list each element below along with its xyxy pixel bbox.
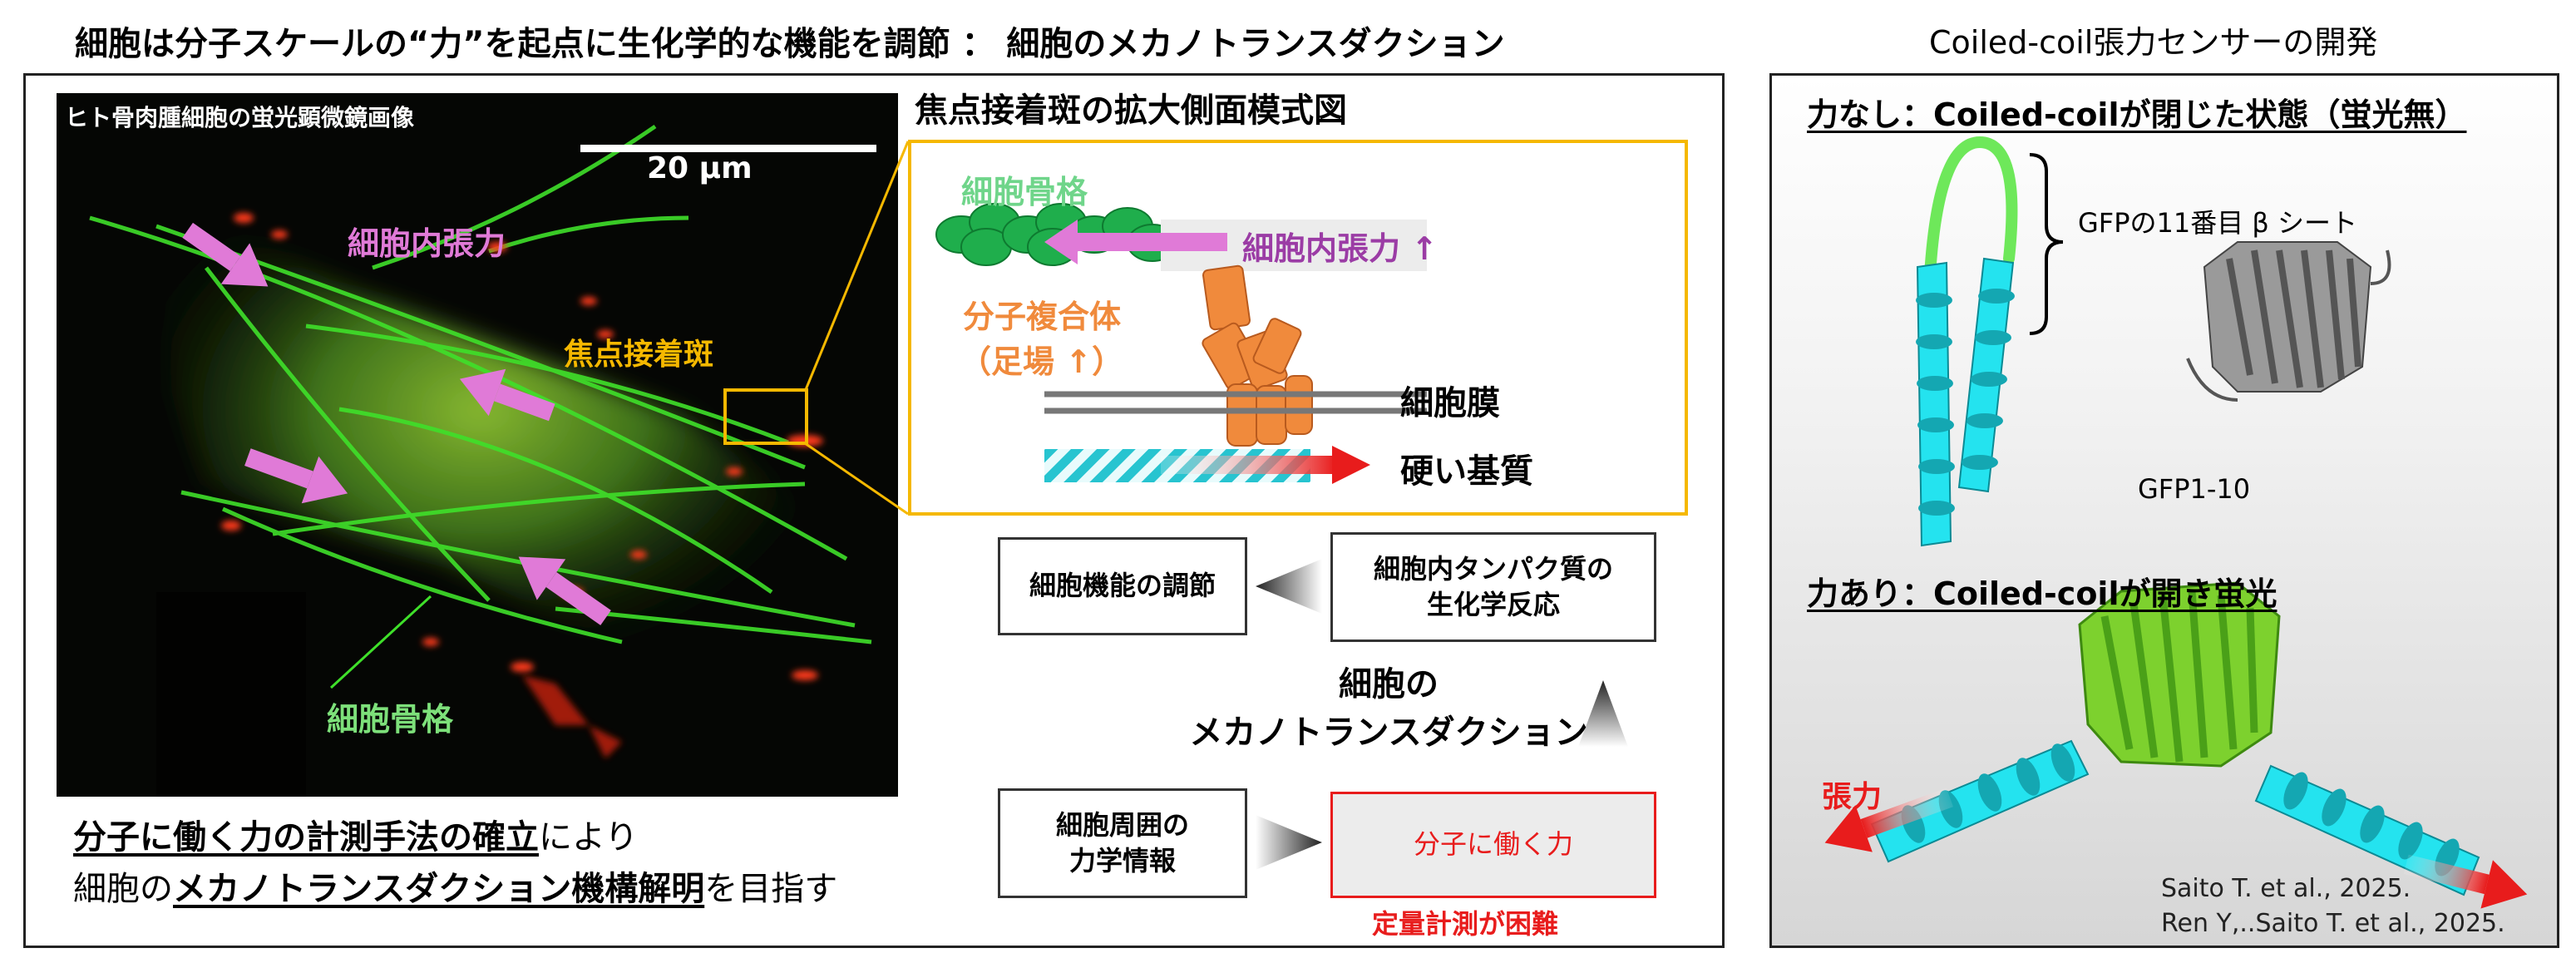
focal-adhesion-box bbox=[723, 388, 808, 445]
box-regulation: 細胞機能の調節 bbox=[998, 537, 1247, 635]
micrograph: ヒト骨肉腫細胞の蛍光顕微鏡画像 20 µm 細胞内張力 焦点接着斑 細胞骨格 bbox=[57, 93, 898, 797]
scale-bar bbox=[580, 145, 876, 152]
schematic-cytoskeleton: 細胞骨格 bbox=[961, 174, 1088, 210]
goal-line2-rest: を目指す bbox=[704, 870, 838, 908]
adhesion-label: 焦点接着斑 bbox=[564, 338, 714, 372]
box-environment: 細胞周囲の 力学情報 bbox=[998, 788, 1247, 898]
center-line2: メカノトランスダクション bbox=[1189, 714, 1588, 752]
left-panel bbox=[23, 73, 1725, 948]
schematic-box: 細胞骨格 細胞内張力 ↑ 分子複合体 （足場 ↑） 細胞膜 硬い基質 bbox=[908, 140, 1688, 516]
no-force-heading: 力なし：Coiled-coilが閉じた状態（蛍光無） bbox=[1807, 96, 2467, 133]
schematic-scaffold: （足場 ↑） bbox=[960, 343, 1124, 380]
left-title: 細胞は分子スケールの“力”を起点に生化学的な機能を調節 ： 細胞のメカノトランス… bbox=[75, 25, 1505, 63]
reference-1: Saito T. et al., 2025. bbox=[2161, 874, 2411, 903]
micrograph-image bbox=[89, 124, 876, 797]
difficulty-label: 定量計測が困難 bbox=[1372, 908, 1559, 940]
goal-line2-emph: メカノトランスダクション機構解明 bbox=[173, 870, 705, 908]
schematic-complex: 分子複合体 bbox=[963, 299, 1122, 335]
beta-sheet-label: GFPの11番目 β シート bbox=[2078, 207, 2357, 239]
goal-line1-emph: 分子に働く力の計測手法の確立 bbox=[73, 818, 539, 857]
schematic-substrate: 硬い基質 bbox=[1400, 452, 1533, 491]
center-line1: 細胞の bbox=[1339, 665, 1439, 704]
micrograph-caption: ヒト骨肉腫細胞の蛍光顕微鏡画像 bbox=[65, 104, 415, 131]
reference-2: Ren Y,..Saito T. et al., 2025. bbox=[2161, 909, 2505, 938]
tension-arrows bbox=[182, 222, 611, 625]
goal-line2-a: 細胞の bbox=[73, 870, 173, 908]
tension-right-label: 張力 bbox=[1822, 780, 1883, 814]
goal-line2: 細胞のメカノトランスダクション機構解明を目指す bbox=[73, 862, 837, 910]
cytoskeleton-label: 細胞骨格 bbox=[327, 701, 454, 738]
box-molecular-force: 分子に働く力 bbox=[1330, 792, 1656, 898]
scale-bar-label: 20 µm bbox=[647, 151, 753, 185]
right-panel: 力なし：Coiled-coilが閉じた状態（蛍光無） bbox=[1769, 73, 2559, 948]
gfp-label: GFP1-10 bbox=[2138, 473, 2251, 505]
schematic-drawing bbox=[935, 203, 1427, 484]
goal-line1-rest: により bbox=[539, 818, 639, 857]
schematic-tension: 細胞内張力 ↑ bbox=[1242, 230, 1439, 267]
schematic-membrane: 細胞膜 bbox=[1400, 384, 1500, 422]
sensor-illustration bbox=[1824, 136, 2528, 909]
box-biochem: 細胞内タンパク質の 生化学反応 bbox=[1330, 532, 1656, 642]
goal-line1: 分子に働く力の計測手法の確立により bbox=[73, 810, 638, 858]
right-title: Coiled-coil張力センサーの開発 bbox=[1929, 24, 2378, 61]
with-force-heading: 力あり：Coiled-coilが開き蛍光 bbox=[1807, 575, 2277, 612]
schematic-title: 焦点接着斑の拡大側面模式図 bbox=[915, 91, 1347, 130]
tension-label: 細胞内張力 bbox=[348, 225, 506, 262]
